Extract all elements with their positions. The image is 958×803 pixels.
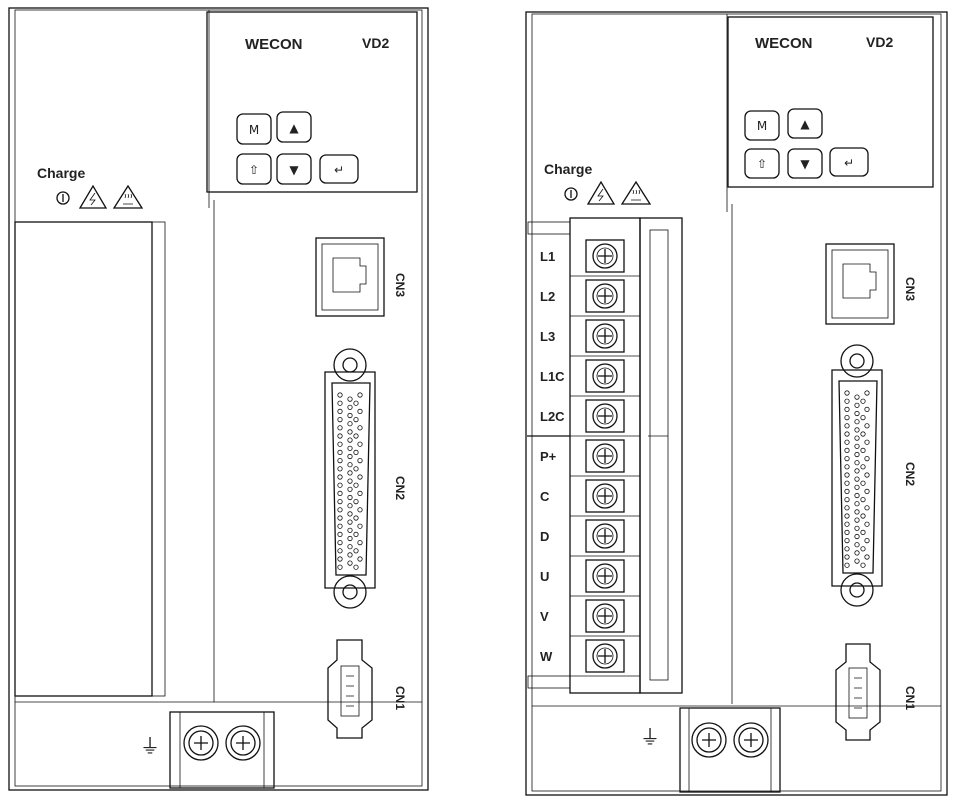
terminal-c[interactable]: C [540,479,640,517]
drive-left-ground-terminal [169,711,275,789]
terminal-label: U [540,569,549,584]
drive-right-enter-button[interactable]: ↵ [829,147,869,177]
svg-text:M: M [249,123,259,137]
terminal-label: D [540,529,549,544]
drive-left-electric-hazard-icon [78,184,108,209]
terminal-label: C [540,489,550,504]
drive-left-terminal-cover [14,221,153,697]
svg-text:▲: ▲ [800,117,810,131]
svg-text:⇧: ⇧ [249,163,259,177]
drive-left-ground-screw-1[interactable] [183,725,219,761]
drive-left-up-button[interactable]: ▲ [276,111,312,143]
terminal-label: L3 [540,329,555,344]
drive-left: WECON VD2 M ▲ ⇧ ▼ ↵ Charge [8,7,429,791]
svg-text:↵: ↵ [844,156,854,170]
drive-left-cn1-connector[interactable] [327,639,373,739]
drive-right-terminal-block [527,217,683,694]
drive-left-ground-screw-2[interactable] [225,725,261,761]
terminal-l1c[interactable]: L1C [540,359,640,397]
drive-left-brand-logo: WECON [245,36,303,53]
terminal-u[interactable]: U [540,559,640,597]
drive-left-cn2-label: CN2 [393,476,407,500]
terminal-label: L2C [540,409,565,424]
drive-left-cn3-label: CN3 [393,273,407,297]
drive-right-up-button[interactable]: ▲ [787,108,823,139]
svg-text:▲: ▲ [289,121,299,135]
drive-left-enter-button[interactable]: ↵ [319,154,359,184]
svg-text:↵: ↵ [334,163,344,177]
drive-left-m-button[interactable]: M [236,113,272,145]
drive-right-shift-button[interactable]: ⇧ [744,148,780,179]
drive-right-ground-terminal [679,707,781,793]
drive-right-hot-surface-icon [620,180,652,205]
drive-right-model-label: VD2 [866,34,893,50]
drive-right-cn1-label: CN1 [903,686,917,710]
drive-left-shift-button[interactable]: ⇧ [236,153,272,185]
terminal-label: W [540,649,553,664]
drive-right-cn3-label: CN3 [903,277,917,301]
drive-left-ground-icon: ⏚ [140,734,160,758]
terminal-label: L1C [540,369,565,384]
drive-right-cn2-label: CN2 [903,462,917,486]
svg-text:▼: ▼ [289,163,299,177]
drive-right-cn3-connector[interactable] [825,243,895,325]
drive-left-charge-indicator-icon [56,191,70,205]
svg-text:⇧: ⇧ [757,157,767,171]
drive-left-cn3-connector[interactable] [315,237,385,317]
drive-left-model-label: VD2 [362,35,389,51]
terminal-w[interactable]: W [540,639,640,677]
drive-left-charge-label: Charge [37,165,85,181]
terminal-label: P+ [540,449,557,464]
drive-right: WECON VD2 M ▲ ⇧ ▼ ↵ Charge [525,11,948,796]
terminal-label: L2 [540,289,555,304]
terminal-l3[interactable]: L3 [540,319,640,357]
terminal-label: L1 [540,249,555,264]
drive-right-m-button[interactable]: M [744,110,780,141]
terminal-d[interactable]: D [540,519,640,557]
drive-right-ground-screw-2[interactable] [733,722,769,758]
drive-right-cn1-connector[interactable] [835,643,881,741]
drive-left-cn2-connector[interactable] [324,348,376,609]
drive-right-ground-screw-1[interactable] [691,722,727,758]
terminal-label: V [540,609,549,624]
terminal-v[interactable]: V [540,599,640,637]
svg-text:▼: ▼ [800,157,810,171]
drive-right-electric-hazard-icon [586,180,616,205]
terminal-l2[interactable]: L2 [540,279,640,317]
drive-right-display-panel [727,16,934,188]
drive-right-housing [525,11,948,796]
drive-left-cn1-label: CN1 [393,686,407,710]
svg-text:M: M [757,119,767,133]
drive-left-housing [8,7,429,791]
drive-right-charge-label: Charge [544,161,592,177]
drive-right-cn2-connector[interactable] [831,344,883,607]
drive-left-display-panel [206,11,418,193]
drive-right-brand-logo: WECON [755,35,813,52]
drive-right-down-button[interactable]: ▼ [787,148,823,179]
drive-left-hot-surface-icon [112,184,144,209]
drive-right-charge-indicator-icon [564,187,578,201]
terminal-l1[interactable]: L1 [540,239,640,277]
drive-left-down-button[interactable]: ▼ [276,153,312,185]
terminal-pplus[interactable]: P+ [540,439,640,477]
terminal-l2c[interactable]: L2C [540,399,640,437]
drive-right-ground-icon: ⏚ [640,725,660,749]
